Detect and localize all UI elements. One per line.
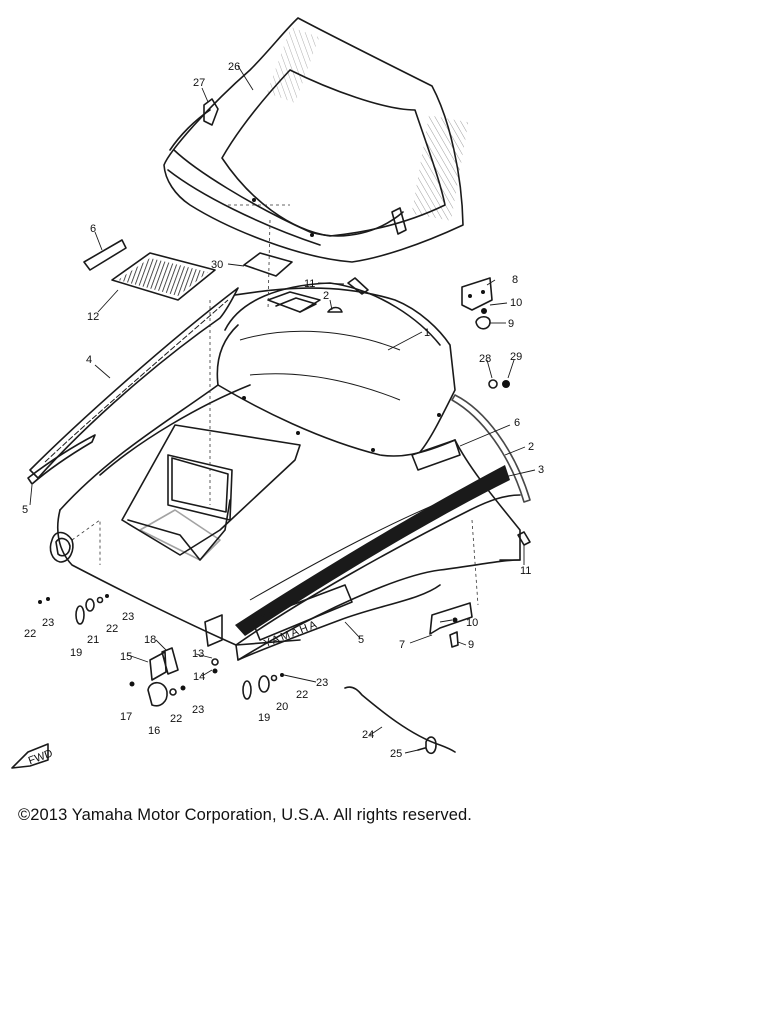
label-11: 11 — [520, 565, 531, 577]
label-9: 9 — [468, 639, 474, 651]
windshield-moulding — [169, 98, 219, 151]
label-1: 1 — [424, 327, 430, 339]
label-2-top: 2 — [323, 290, 329, 302]
label-26: 26 — [228, 61, 240, 73]
yamaha-decal-text: YAMAHA — [262, 618, 320, 650]
label-10: 10 — [466, 617, 478, 629]
label-7: 7 — [399, 639, 405, 651]
side-stripe-left — [27, 287, 239, 485]
label-12: 12 — [87, 311, 99, 323]
windshield — [163, 17, 469, 263]
lamp-parts-right — [242, 673, 284, 700]
label-17: 17 — [120, 711, 132, 723]
label-27: 27 — [193, 77, 205, 89]
fwd-arrow-icon: FWD — [11, 743, 54, 769]
label-13: 13 — [192, 648, 204, 660]
parts-diagram: YAMAHA — [11, 17, 544, 769]
label-21: 21 — [87, 634, 99, 646]
label-9-top: 9 — [508, 318, 514, 330]
label-6-top: 6 — [90, 223, 96, 235]
label-19-left: 19 — [70, 647, 82, 659]
label-22-right: 22 — [296, 689, 308, 701]
label-3: 3 — [538, 464, 544, 476]
leader-lines — [29, 65, 536, 754]
label-23-mid: 23 — [122, 611, 134, 623]
label-14: 14 — [193, 671, 205, 683]
label-23-left: 23 — [42, 617, 54, 629]
label-16: 16 — [148, 725, 160, 737]
label-5-left: 5 — [22, 504, 28, 516]
label-8: 8 — [512, 274, 518, 286]
small-hardware — [327, 277, 531, 546]
hood-cable — [344, 686, 456, 755]
label-30: 30 — [211, 259, 223, 271]
label-22-low: 22 — [170, 713, 182, 725]
label-plate — [243, 252, 293, 277]
grille-vent — [111, 252, 216, 301]
emblem-small — [83, 239, 127, 271]
label-22-mid: 22 — [106, 623, 118, 635]
label-2: 2 — [528, 441, 534, 453]
label-23-right: 23 — [316, 677, 328, 689]
copyright-notice: ©2013 Yamaha Motor Corporation, U.S.A. A… — [18, 806, 472, 824]
label-23-low: 23 — [192, 704, 204, 716]
latch-lower-right — [429, 602, 473, 648]
label-4: 4 — [86, 354, 92, 366]
label-25: 25 — [390, 748, 402, 760]
label-15: 15 — [120, 651, 132, 663]
label-5: 5 — [358, 634, 364, 646]
label-24: 24 — [362, 729, 374, 741]
label-19-right: 19 — [258, 712, 270, 724]
lamp-parts-left — [38, 594, 109, 625]
label-18: 18 — [144, 634, 156, 646]
label-20: 20 — [276, 701, 288, 713]
label-22-left: 22 — [24, 628, 36, 640]
label-6: 6 — [514, 417, 520, 429]
hinge-bracket-right — [461, 277, 510, 389]
latch-assembly — [129, 647, 219, 707]
label-28: 28 — [479, 353, 491, 365]
label-11-top: 11 — [304, 278, 315, 290]
part-labels: 26 27 6 30 11 8 2 10 12 9 1 28 29 4 6 2 … — [22, 61, 544, 760]
label-29: 29 — [510, 351, 522, 363]
hood: YAMAHA — [49, 198, 531, 661]
label-10-top: 10 — [510, 297, 522, 309]
